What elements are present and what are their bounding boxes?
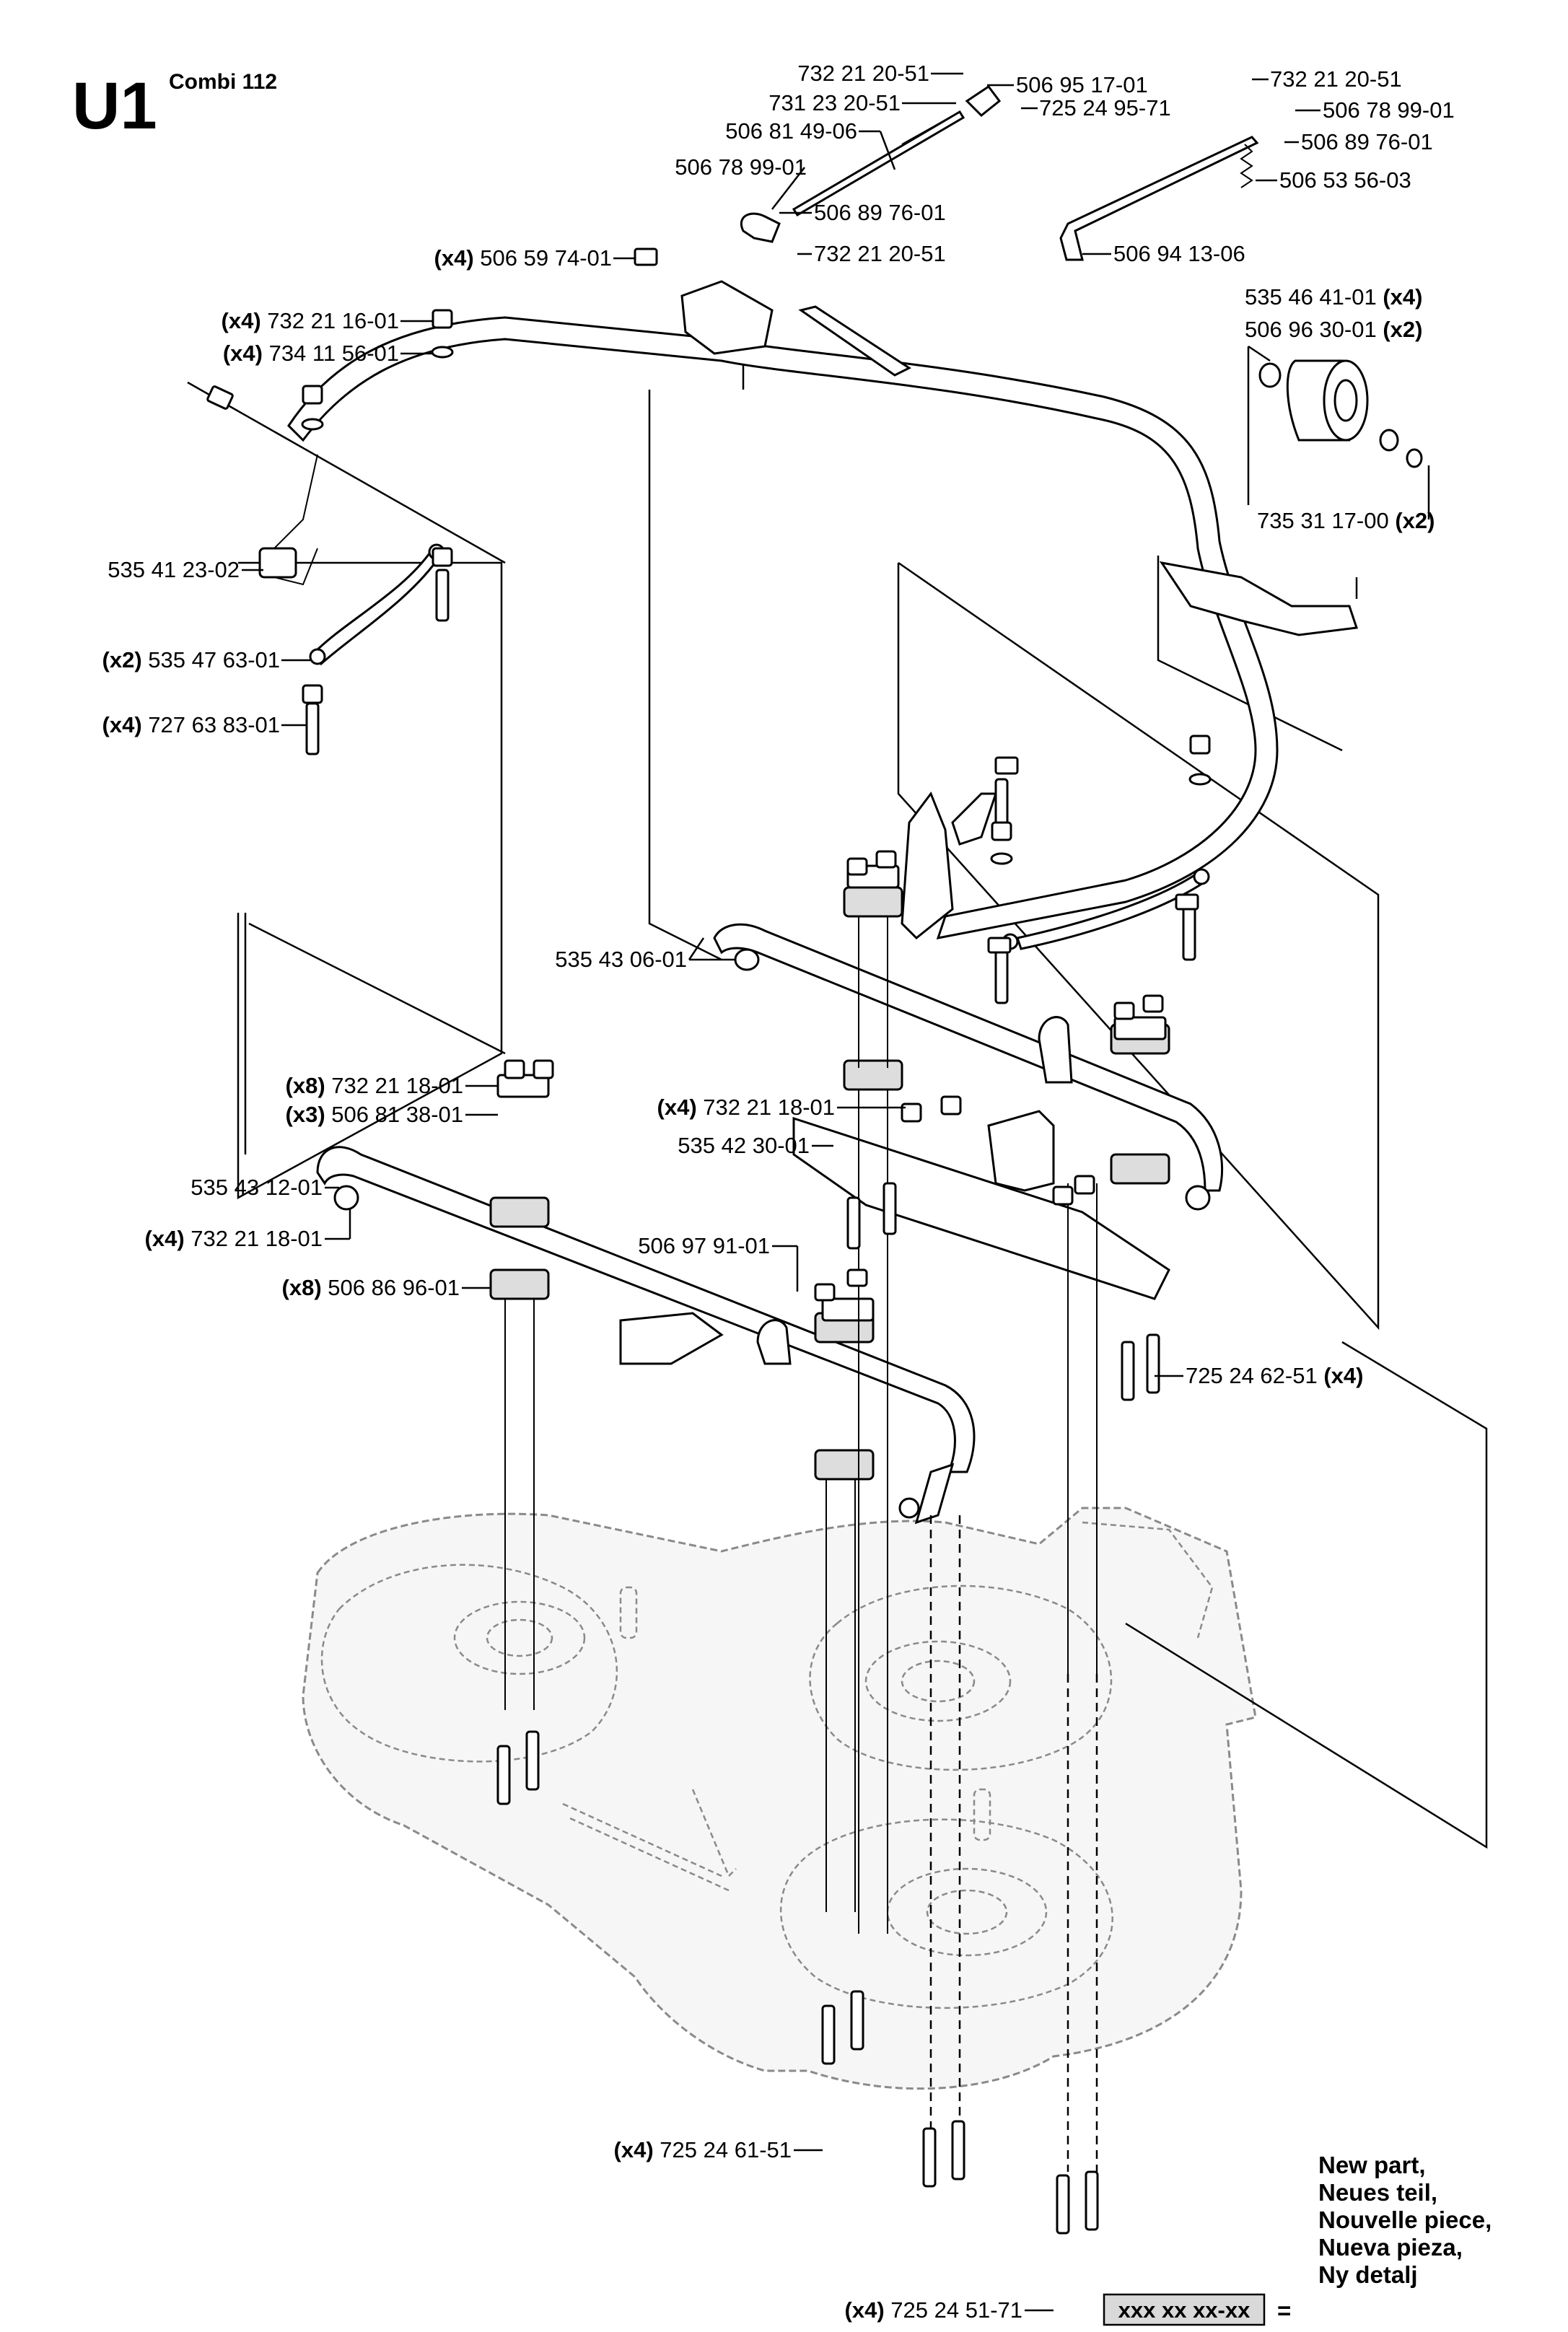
callout-label: 506 78 99-01 — [675, 154, 807, 180]
callout-label: 535 42 30-01 — [678, 1133, 810, 1158]
new-part-sample-number: xxx xx xx-xx — [1118, 2297, 1251, 2323]
lift-frame — [258, 280, 1359, 940]
callout-label: 506 96 30-01 (x2) — [1245, 317, 1422, 342]
idler-wheel — [1258, 359, 1423, 468]
legend-line: Neues teil, — [1318, 2179, 1437, 2206]
rear-lift-rod — [316, 1146, 976, 1525]
front-lift-rod — [713, 923, 1224, 1211]
callout-label: 535 43 12-01 — [190, 1175, 323, 1200]
callout-label: 732 21 20-51 — [797, 61, 929, 86]
callout-label: (x3) 506 81 38-01 — [286, 1102, 463, 1127]
callout-label: 725 24 95-71 — [1039, 95, 1171, 120]
callout-label: (x4) 725 24 51-71 — [845, 2297, 1022, 2323]
diagram-code: U1 — [72, 69, 157, 143]
callout-label: (x4) 725 24 61-51 — [614, 2137, 792, 2162]
callout-label: (x4) 727 63 83-01 — [102, 712, 280, 737]
callout-label: 732 21 20-51 — [814, 241, 946, 266]
callout-label: 506 89 76-01 — [814, 200, 946, 225]
mower-deck — [302, 1507, 1257, 2090]
callout-label: 535 43 06-01 — [555, 947, 687, 972]
callout-label: 506 78 99-01 — [1323, 97, 1455, 123]
leader-lines — [242, 72, 1430, 2312]
callout-label: 735 31 17-00 (x2) — [1257, 508, 1435, 533]
legend-equals: = — [1277, 2297, 1291, 2324]
legend-line: Ny detalj — [1318, 2261, 1418, 2288]
callout-label: (x4) 732 21 18-01 — [145, 1226, 323, 1251]
callout-label: 506 94 13-06 — [1113, 241, 1245, 266]
callout-label: 506 89 76-01 — [1301, 129, 1433, 154]
legend-line: New part, — [1318, 2152, 1426, 2178]
callout-label: 506 97 91-01 — [638, 1233, 770, 1258]
callout-label: (x8) 506 86 96-01 — [282, 1275, 460, 1300]
callout-label: (x4) 506 59 74-01 — [434, 245, 612, 271]
legend: xxx xx xx-xx = New part, Neues teil, Nou… — [1103, 2152, 1492, 2326]
callout-label: 506 95 17-01 — [1016, 72, 1148, 97]
callout-label: 731 23 20-51 — [768, 90, 901, 115]
callout-label: 506 81 49-06 — [725, 118, 857, 144]
callout-labels: 732 21 20-51 506 95 17-01 731 23 20-51 7… — [102, 61, 1455, 2323]
callout-label: (x4) 734 11 56-01 — [223, 341, 399, 366]
callout-label: (x4) 732 21 18-01 — [657, 1095, 835, 1120]
callout-label: 732 21 20-51 — [1270, 66, 1402, 92]
callout-label: (x2) 535 47 63-01 — [102, 647, 280, 672]
callout-label: 535 46 41-01 (x4) — [1245, 284, 1422, 310]
callout-label: 725 24 62-51 (x4) — [1186, 1363, 1363, 1388]
hardware — [206, 247, 1212, 2235]
callout-label: 506 53 56-03 — [1279, 167, 1411, 193]
callout-label: (x4) 732 21 16-01 — [222, 308, 399, 333]
model-name: Combi 112 — [169, 70, 277, 94]
new-part-sample-box — [1103, 2293, 1266, 2326]
legend-line: Nueva pieza, — [1318, 2234, 1463, 2261]
callout-label: 535 41 23-02 — [108, 557, 240, 582]
callout-label: (x8) 732 21 18-01 — [286, 1073, 463, 1098]
legend-line: Nouvelle piece, — [1318, 2206, 1492, 2233]
